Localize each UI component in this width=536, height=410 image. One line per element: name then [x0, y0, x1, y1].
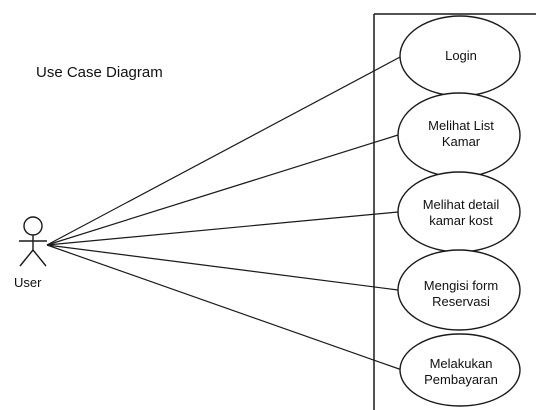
use-cases — [397, 15, 521, 407]
actor-head — [23, 216, 43, 236]
use-case-label-melakukan-line2: Pembayaran — [424, 372, 498, 387]
use-case-label-melakukan-line1: Melakukan — [430, 356, 493, 371]
actor-label: User — [14, 275, 42, 290]
use-case-melakukan-pembayaran — [399, 333, 521, 407]
association-mengisi-form — [46, 244, 399, 291]
use-case-label-melihat-list-line1: Melihat List — [428, 118, 494, 133]
actor-right-leg — [32, 249, 47, 267]
association-melihat-list-kamar — [46, 134, 399, 246]
use-case-label-melihat-list-line2: Kamar — [442, 134, 481, 149]
diagram-title: Use Case Diagram — [36, 64, 163, 81]
association-login — [46, 55, 403, 246]
use-case-label-melihat-detail-line2: kamar kost — [429, 213, 493, 228]
actor-left-leg — [19, 249, 34, 267]
actor-user — [19, 216, 47, 267]
associations — [46, 55, 403, 371]
use-case-melihat-detail-kamar-kost — [397, 171, 521, 253]
use-case-label-melihat-detail-line1: Melihat detail — [423, 197, 500, 212]
use-case-label-mengisi-form-line2: Reservasi — [432, 294, 490, 309]
association-melakukan-pembayaran — [46, 244, 403, 371]
use-case-label-mengisi-form-line1: Mengisi form — [424, 278, 498, 293]
use-case-label-login: Login — [445, 48, 477, 63]
use-case-mengisi-form-reservasi — [397, 249, 521, 331]
association-melihat-detail — [46, 211, 399, 246]
